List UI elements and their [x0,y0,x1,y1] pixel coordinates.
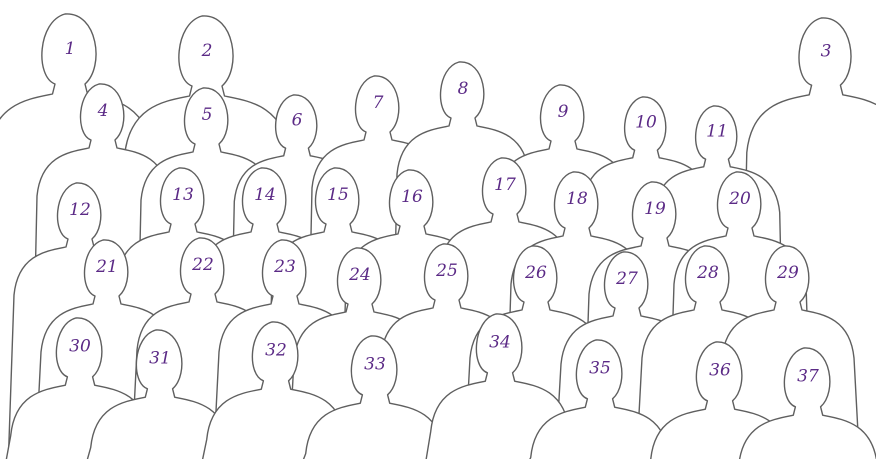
person-number-label: 35 [589,359,611,379]
person-number-label: 7 [373,93,384,113]
person-number-label: 15 [327,185,349,205]
person-number-label: 28 [696,263,719,283]
person-number-label: 32 [265,341,287,361]
person-number-label: 11 [706,121,728,141]
person-number-label: 16 [401,187,423,207]
person-number-label: 2 [201,41,213,61]
person-number-label: 3 [821,41,832,61]
person-number-label: 24 [348,265,371,285]
person-number-label: 13 [172,185,194,205]
person-number-label: 37 [797,367,819,387]
person-number-label: 25 [435,261,458,281]
person-number-label: 21 [95,257,118,277]
person-number-label: 19 [644,199,666,219]
person-number-label: 22 [191,255,214,275]
person-number-label: 6 [292,110,303,130]
person-number-label: 36 [709,361,731,381]
person-number-label: 4 [97,101,109,121]
person-number-label: 34 [489,333,511,353]
person-number-label: 8 [458,79,469,99]
person-number-label: 18 [566,189,588,209]
person-number-label: 26 [524,263,547,283]
person-number-label: 33 [364,355,386,375]
person-number-label: 31 [149,349,171,369]
person-number-label: 27 [615,269,638,289]
person-number-label: 20 [728,189,751,209]
person-number-label: 12 [69,200,91,220]
person-number-label: 17 [494,175,516,195]
person-number-label: 1 [65,39,76,59]
person-number-label: 14 [254,185,276,205]
person-number-label: 5 [202,105,213,125]
person-number-label: 10 [635,112,657,132]
person-number-label: 23 [273,257,296,277]
person-number-label: 30 [69,337,91,357]
person-number-label: 29 [776,263,799,283]
person-number-label: 9 [558,102,569,122]
